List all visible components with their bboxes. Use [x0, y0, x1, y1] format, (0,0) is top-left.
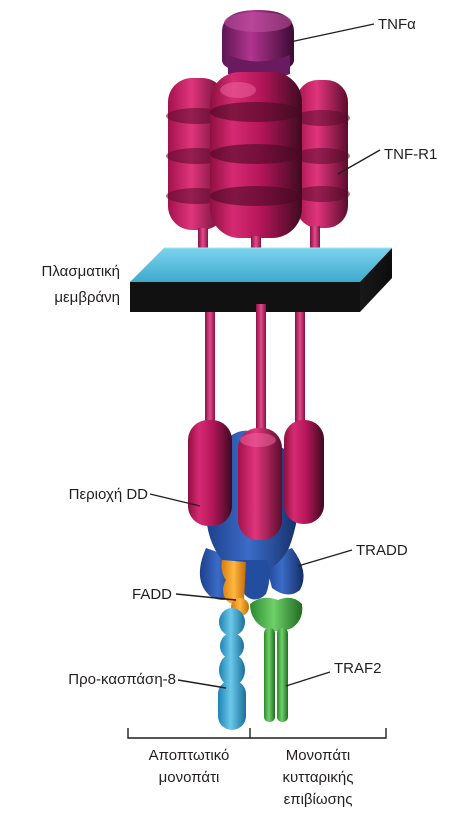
survival-label-line1: Μονοπάτι [286, 747, 351, 764]
survival-label-line2: κυτταρικής [283, 769, 354, 786]
leader-tnfa [290, 24, 374, 42]
receptor-stack-center [210, 72, 302, 238]
survival-bracket [250, 728, 386, 738]
membrane-label-line1: Πλασματική [42, 263, 120, 280]
survival-label-line3: επιβίωσης [284, 791, 353, 808]
tradd-label: TRADD [356, 542, 408, 559]
leader-procaspase [178, 680, 226, 688]
receptor-stalks-intracellular [205, 304, 305, 436]
apoptotic-label-line1: Αποπτωτικό [149, 747, 230, 764]
tnf-r1-receptor [166, 72, 350, 238]
pathway-brackets [128, 728, 386, 738]
dd-label: Περιοχή DD [69, 486, 149, 503]
tnfa-label: TNFα [378, 16, 416, 33]
procaspase-label: Προ-κασπάση-8 [68, 671, 176, 688]
leader-traf2 [286, 672, 330, 686]
leader-tradd [298, 550, 352, 566]
apoptotic-label-line2: μονοπάτι [159, 769, 220, 786]
death-domains [188, 420, 324, 540]
membrane-label-line2: μεμβράνη [54, 289, 120, 306]
traf2-label: TRAF2 [334, 660, 382, 677]
traf2-protein [250, 598, 302, 722]
receptor-stack-right [294, 80, 350, 228]
plasma-membrane [130, 248, 392, 312]
fadd-label: FADD [132, 586, 172, 603]
tnfa-ligand [222, 10, 294, 80]
tnf-r1-label: TNF-R1 [384, 146, 437, 163]
procaspase-8-protein [218, 608, 246, 730]
